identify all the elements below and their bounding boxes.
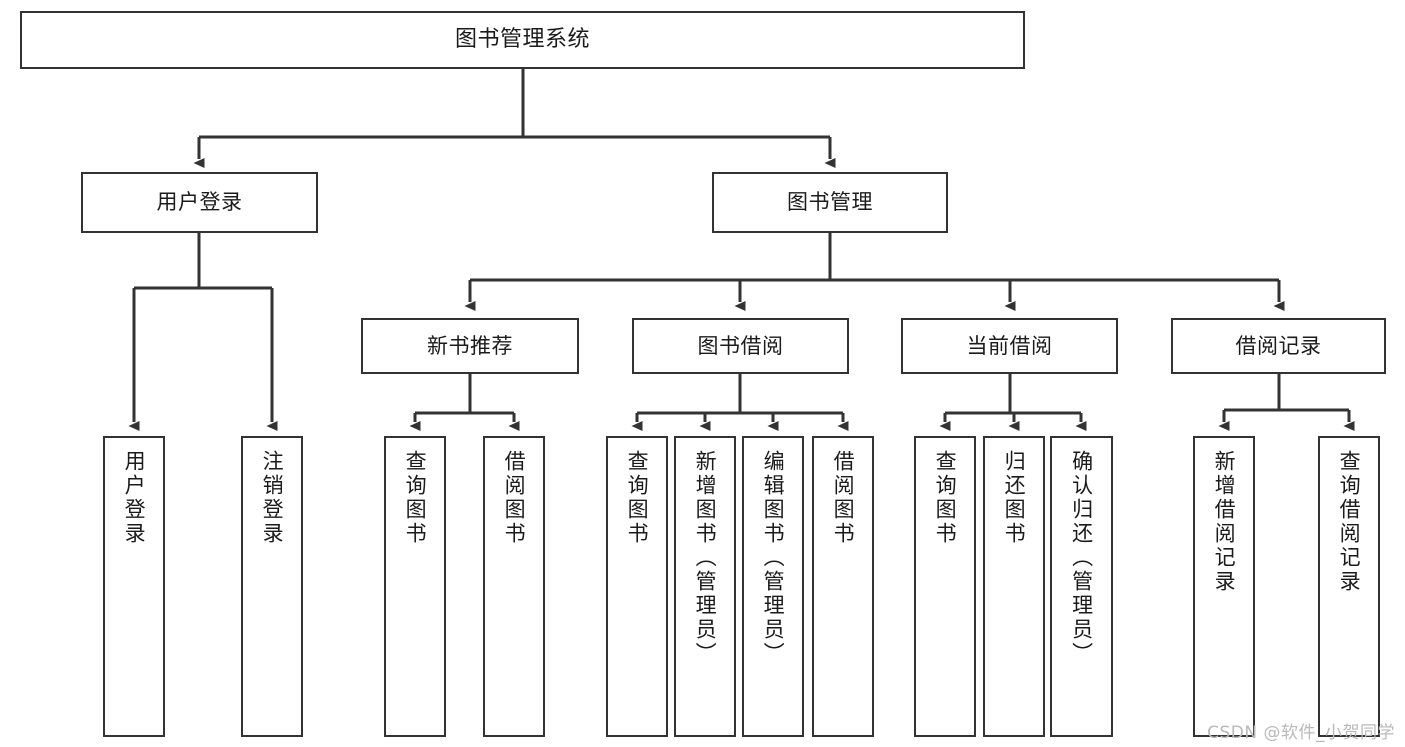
leaf-return-book[interactable]: 归还图书 bbox=[983, 436, 1045, 737]
leaf-query-borrow-record[interactable]: 查询借阅记录 bbox=[1318, 436, 1380, 737]
leaf-add-book[interactable]: 新增图书（管理员） bbox=[674, 436, 736, 737]
node-book-borrow[interactable]: 图书借阅 bbox=[632, 318, 849, 374]
node-label: 查询借阅记录 bbox=[1337, 450, 1362, 594]
node-label: 图书管理 bbox=[787, 190, 873, 215]
leaf-user-logout[interactable]: 注销登录 bbox=[241, 436, 303, 737]
node-book-management[interactable]: 图书管理 bbox=[712, 172, 948, 233]
node-new-book-recommend[interactable]: 新书推荐 bbox=[361, 318, 579, 374]
leaf-borrow-book-recommend[interactable]: 借阅图书 bbox=[483, 436, 545, 737]
node-label: 注销登录 bbox=[260, 450, 285, 546]
leaf-add-borrow-record[interactable]: 新增借阅记录 bbox=[1193, 436, 1255, 737]
node-label: 确认归还（管理员） bbox=[1069, 450, 1094, 666]
node-label: 归还图书 bbox=[1002, 450, 1027, 546]
node-label: 新书推荐 bbox=[427, 333, 513, 358]
leaf-borrow-book[interactable]: 借阅图书 bbox=[812, 436, 874, 737]
node-label: 借阅记录 bbox=[1235, 333, 1322, 358]
leaf-confirm-return[interactable]: 确认归还（管理员） bbox=[1050, 436, 1113, 737]
node-label: 查询图书 bbox=[403, 450, 428, 546]
node-label: 新增图书（管理员） bbox=[693, 450, 718, 666]
node-label: 图书借阅 bbox=[697, 333, 784, 358]
node-label: 图书管理系统 bbox=[454, 27, 590, 53]
leaf-query-book-borrow[interactable]: 查询图书 bbox=[606, 436, 668, 737]
node-borrow-record[interactable]: 借阅记录 bbox=[1171, 318, 1386, 374]
node-label: 借阅图书 bbox=[831, 450, 856, 546]
leaf-edit-book[interactable]: 编辑图书（管理员） bbox=[742, 436, 804, 737]
node-label: 查询图书 bbox=[933, 450, 958, 546]
leaf-query-book-recommend[interactable]: 查询图书 bbox=[384, 436, 446, 737]
node-current-borrow[interactable]: 当前借阅 bbox=[901, 318, 1118, 374]
node-user-login[interactable]: 用户登录 bbox=[81, 172, 318, 233]
node-label: 用户登录 bbox=[156, 190, 243, 215]
csdn-watermark: CSDN @软件_小贺同学 bbox=[1207, 723, 1395, 743]
node-label: 查询图书 bbox=[625, 450, 650, 546]
node-label: 编辑图书（管理员） bbox=[761, 450, 786, 666]
leaf-query-book-current[interactable]: 查询图书 bbox=[914, 436, 976, 737]
node-label: 用户登录 bbox=[122, 450, 147, 546]
node-label: 借阅图书 bbox=[502, 450, 527, 546]
node-label: 当前借阅 bbox=[966, 333, 1053, 358]
node-label: 新增借阅记录 bbox=[1212, 450, 1237, 594]
node-root-system[interactable]: 图书管理系统 bbox=[20, 11, 1025, 69]
leaf-user-login[interactable]: 用户登录 bbox=[103, 436, 165, 737]
